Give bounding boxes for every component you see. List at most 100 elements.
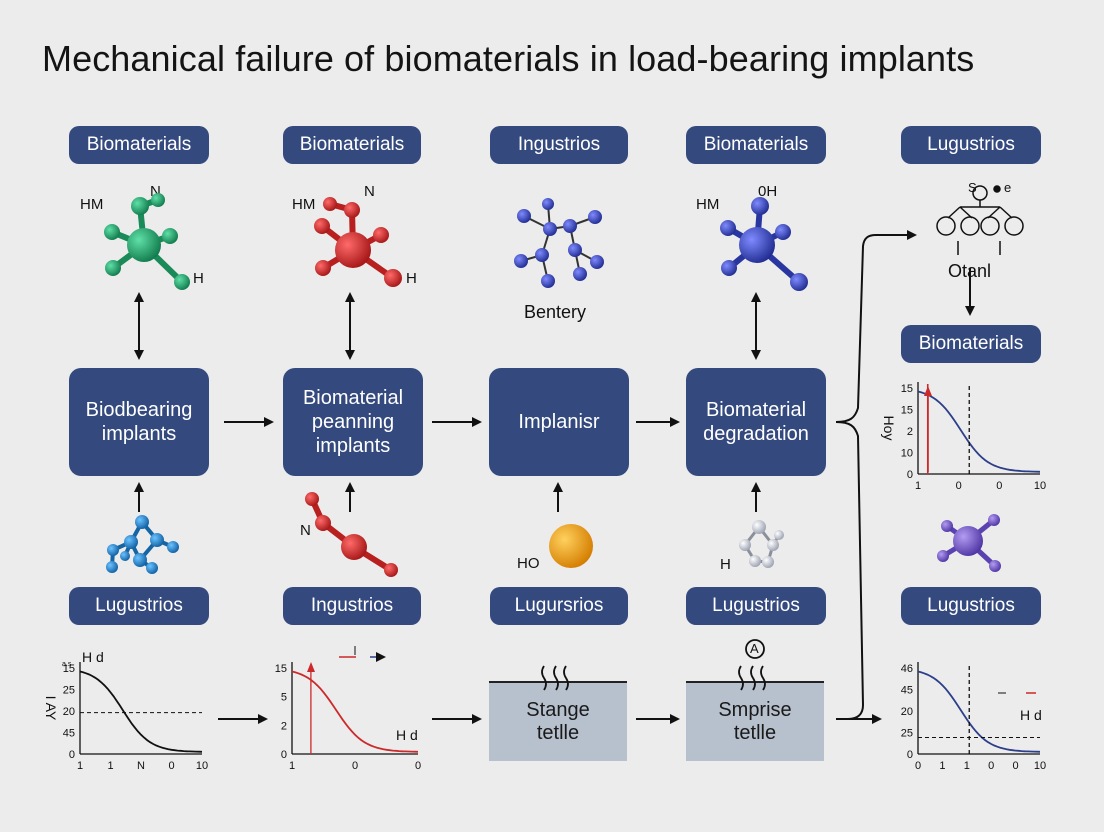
- bottom-pill-1: Lugustrios: [69, 587, 209, 625]
- horizontal-arrows: [218, 268, 975, 724]
- right-top-label-e: e: [1004, 180, 1012, 195]
- y-axis-label: I AY: [43, 696, 59, 721]
- y-axis-label: Hoy: [881, 416, 897, 441]
- mol1-label-a: HM: [80, 196, 104, 213]
- x-tick-label: 0: [415, 760, 421, 772]
- surface-panel-1: Stange tetlle: [489, 681, 627, 761]
- top-pill-5: Lugustrios: [901, 126, 1041, 164]
- process-box-4: Biomaterial degradation: [686, 368, 826, 476]
- purple-molecule-icon: [937, 514, 1001, 572]
- green-molecule-icon: [104, 193, 190, 290]
- series-line: [291, 670, 419, 753]
- series-line: [917, 670, 1041, 753]
- surface-panel-2: Smprise tetlle: [686, 681, 824, 761]
- y-tick-label: 0: [69, 749, 75, 761]
- up-arrow-head-icon: [924, 386, 932, 396]
- series-label: H d: [396, 727, 418, 743]
- x-tick-label: 1: [915, 480, 921, 492]
- y-tick-label: 45: [901, 685, 913, 697]
- up-arrow-head-icon: [307, 662, 315, 672]
- y-tick-label: 2: [281, 720, 287, 732]
- mol1-label-c: H: [193, 270, 204, 287]
- x-tick-label: 0: [956, 480, 962, 492]
- mol2-label-c: H: [406, 270, 417, 287]
- mol1-label-b: N: [150, 183, 161, 200]
- y-tick-label: 0: [907, 469, 913, 481]
- top-pill-1: Biomaterials: [69, 126, 209, 164]
- x-tick-label: 0: [352, 760, 358, 772]
- y-tick-label: 15: [63, 663, 75, 675]
- series-line: [917, 390, 1041, 473]
- corner-label: a.s: [62, 661, 72, 668]
- surface-stress-icon: [541, 639, 766, 691]
- process-box-1: Biodbearing implants: [69, 368, 209, 476]
- top-pill-3: Ingustrios: [490, 126, 628, 164]
- orange-atom-icon: [549, 524, 593, 568]
- top-pill-4: Biomaterials: [686, 126, 826, 164]
- y-tick-label: 10: [901, 448, 913, 460]
- process-box-2: Biomaterial peanning implants: [283, 368, 423, 476]
- mol3-caption: Bentery: [524, 302, 587, 322]
- red-molecule-icon: [314, 197, 402, 287]
- bottom-pill-3: Lugursrios: [490, 587, 628, 625]
- x-tick-label: 1: [107, 760, 113, 772]
- mol4-label-a: HM: [696, 196, 720, 213]
- top-pill-2: Biomaterials: [283, 126, 421, 164]
- right-pill: Biomaterials: [901, 325, 1041, 363]
- x-tick-label: 1: [939, 760, 945, 772]
- y-tick-label: 2: [907, 426, 913, 438]
- y-tick-label: 5: [281, 692, 287, 704]
- y-tick-label: 20: [901, 706, 913, 718]
- x-tick-label: 10: [1034, 480, 1046, 492]
- y-tick-label: 46: [901, 663, 913, 675]
- lower-mol4-label: H: [720, 556, 731, 573]
- right-top-label-s: S: [968, 180, 977, 195]
- white-ring-molecule-icon: [739, 520, 784, 568]
- x-tick-label: 10: [196, 760, 208, 772]
- y-tick-label: 0: [907, 749, 913, 761]
- y-tick-label: 20: [63, 706, 75, 718]
- x-tick-label: 0: [168, 760, 174, 772]
- x-tick-label: 0: [988, 760, 994, 772]
- mol4-label-b: 0H: [758, 183, 778, 200]
- connector-bracket: [835, 230, 917, 724]
- series-label: H d: [1020, 707, 1042, 723]
- surface2-symbol: A: [750, 641, 759, 656]
- red-chain-molecule-icon: [305, 492, 398, 577]
- y-tick-label: 15: [901, 405, 913, 417]
- page-title: Mechanical failure of biomaterials in lo…: [42, 38, 975, 79]
- blue-molecule-icon: [720, 197, 808, 291]
- mol2-label-b: N: [364, 183, 375, 200]
- y-tick-label: 15: [275, 663, 287, 675]
- vertical-up-arrows: [134, 482, 761, 512]
- branch-structure-icon: [936, 185, 1024, 255]
- series-label: H d: [82, 649, 104, 665]
- x-tick-label: 1: [289, 760, 295, 772]
- x-tick-label: 10: [1034, 760, 1046, 772]
- x-tick-label: N: [137, 760, 145, 772]
- bottom-pill-4: Lugustrios: [686, 587, 826, 625]
- lower-mol3-label: HO: [517, 555, 540, 572]
- cyan-ring-molecule-icon: [106, 515, 179, 574]
- mol2-label-a: HM: [292, 196, 316, 213]
- lower-mol2-label: N: [300, 522, 311, 539]
- y-tick-label: 0: [281, 749, 287, 761]
- vertical-double-arrows: [134, 292, 761, 360]
- bottom-pill-2: Ingustrios: [283, 587, 421, 625]
- y-tick-label: 15: [901, 383, 913, 395]
- x-tick-label: 1: [77, 760, 83, 772]
- blue-network-molecule-icon: [514, 198, 604, 288]
- series-line: [79, 670, 203, 753]
- x-tick-label: 0: [915, 760, 921, 772]
- x-tick-label: 1: [964, 760, 970, 772]
- y-tick-label: 25: [901, 728, 913, 740]
- process-box-3: Implanisr: [489, 368, 629, 476]
- bottom-pill-5: Lugustrios: [901, 587, 1041, 625]
